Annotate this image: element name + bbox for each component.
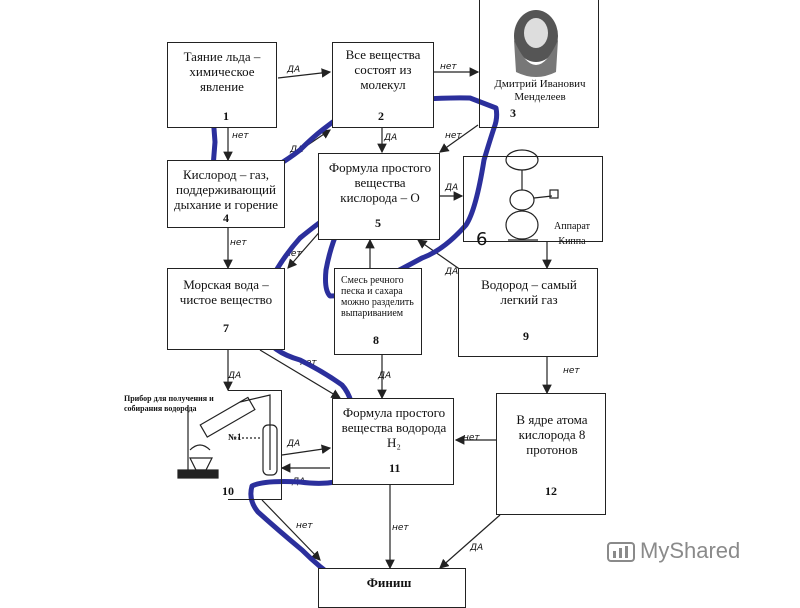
box-3-text: Дмитрий Иванович Менделеев [494,78,586,103]
box-10: Прибор для получения и собирания водород… [124,390,282,500]
box-3-number: 3 [510,106,516,120]
label-yes: ДА [469,543,483,553]
box-5-number: 5 [375,216,381,230]
box-1-number: 1 [223,109,229,123]
box-9-number: 9 [523,329,529,343]
box-8-text: Смесь речного песка и сахара можно разде… [341,275,414,319]
box-4: Кислород – газ, поддерживающий дыхание и… [167,160,285,228]
box-2-text: Все вещества состоят из молекул [345,47,421,92]
box-4-text: Кислород – газ, поддерживающий дыхание и… [173,167,279,212]
myshared-logo-icon [606,539,636,565]
box-2-number: 2 [378,109,384,123]
box-6-text: Аппарат Киппа [554,221,590,247]
box-10-text: Прибор для получения и собирания водород… [124,394,214,413]
box-6: Аппарат Киппа 6 [463,156,603,250]
label-no: нет [296,521,313,531]
arrow-10-11 [281,444,332,456]
finish-box: Финиш [318,568,466,608]
box-8-number: 8 [373,333,379,347]
mendeleev-portrait [514,10,558,77]
myshared-watermark: MyShared [606,538,740,565]
box-8: Смесь речного песка и сахара можно разде… [334,268,422,355]
arrow-1-2 [277,68,332,79]
label-no: нет [440,62,457,72]
box-12-number: 12 [545,484,557,498]
box-10-number: 10 [222,484,234,498]
box-11: Формула простого вещества водорода Н₂ 11 [332,398,454,485]
kipp-apparatus [505,149,559,241]
arrow-10-finish [261,499,321,561]
box-9-text: Водород – самый легкий газ [481,277,577,307]
box-2: Все вещества состоят из молекул 2 [332,42,434,128]
label-yes: ДА [383,133,397,143]
box-7: Морская вода – чистое вещество 7 [167,268,285,350]
label-yes: ДА [286,439,300,449]
hydrogen-apparatus [177,394,278,479]
box-1: Таяние льда – химическое явление 1 [167,42,277,128]
label-no: нет [563,366,580,376]
label-yes: ДА [286,65,300,75]
box-1-text: Таяние льда – химическое явление [183,49,261,94]
arrow-7-11 [259,349,342,399]
label-no: нет [285,249,302,259]
box-4-number: 4 [223,211,229,225]
box-10-frame [228,390,282,500]
watermark-text: MyShared [640,538,741,563]
label-yes: ДА [227,371,241,381]
box-9: Водород – самый легкий газ 9 [458,268,598,357]
label-no: нет [445,131,462,141]
arrow-12-finish [439,514,501,569]
label-no: нет [392,523,409,533]
box-11-number: 11 [389,461,401,475]
finish-text: Финиш [366,575,412,590]
label-no: нет [230,238,247,248]
box-7-number: 7 [223,321,229,335]
arrow-3-5 [439,124,479,153]
label-yes: ДА [377,371,391,381]
box-12-text: В ядре атома кислорода 8 протонов [516,412,588,457]
box-7-text: Морская вода – чистое вещество [179,277,273,307]
box-5: Формула простого вещества кислорода – О … [318,153,440,240]
box-10-sub: №1 [228,432,242,442]
label-no: нет [463,433,480,443]
box-5-text: Формула простого вещества кислорода – О [328,160,432,205]
box-11-text: Формула простого вещества водорода Н₂ [341,405,447,450]
box-6-number: 6 [476,229,488,250]
box-12: В ядре атома кислорода 8 протонов 12 [496,393,606,515]
box-3: Дмитрий Иванович Менделеев 3 [479,0,599,128]
label-yes: ДА [444,183,458,193]
label-yes: ДА [444,267,458,277]
label-no: нет [232,131,249,141]
